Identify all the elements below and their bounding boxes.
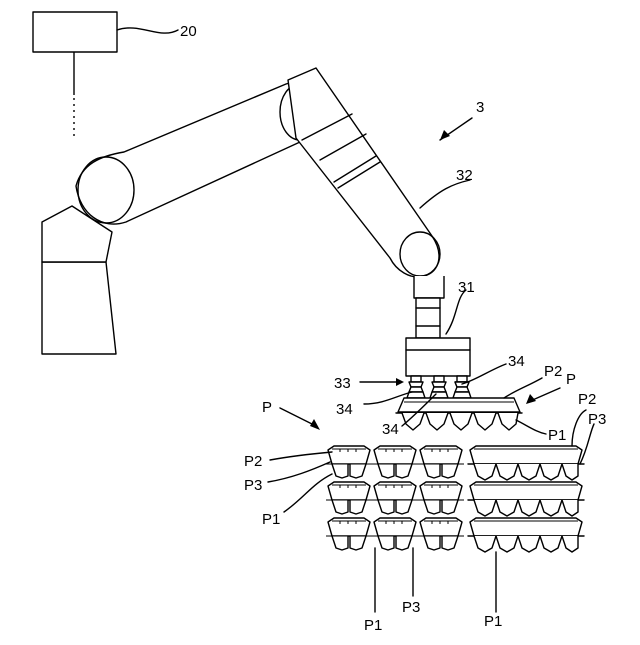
controller	[33, 12, 117, 136]
leader-hand	[446, 290, 466, 334]
leader-controller	[117, 28, 178, 33]
leader-left-p1	[284, 474, 332, 512]
label-bottom-p1-right: P1	[484, 613, 502, 630]
label-controller: 20	[180, 23, 197, 40]
leader-pack-top	[526, 388, 560, 404]
label-pad-c: 34	[508, 353, 525, 370]
label-bottom-p1-left: P1	[364, 617, 382, 634]
suction-pads	[407, 376, 471, 398]
label-left-p1: P1	[262, 511, 280, 528]
label-right-p3: P3	[588, 411, 606, 428]
leader-arm	[420, 180, 470, 208]
label-suction-unit: 33	[334, 375, 351, 392]
leader-left-p2	[270, 452, 332, 460]
label-stack-p: P	[262, 399, 272, 416]
leader-suction-unit	[360, 378, 404, 386]
label-pack-top: P	[566, 371, 576, 388]
leader-pack-top-p1	[516, 420, 546, 434]
leader-right-p2	[572, 410, 586, 446]
label-pack-top-p2: P2	[544, 363, 562, 380]
pack-stack-left	[326, 446, 464, 550]
wrist	[414, 276, 444, 338]
label-arm: 32	[456, 167, 473, 184]
lower-arm	[76, 82, 322, 224]
upper-arm	[288, 68, 440, 277]
pack-stack-right	[468, 446, 584, 552]
hand	[406, 338, 470, 376]
label-left-p2: P2	[244, 453, 262, 470]
label-pad-a: 34	[336, 401, 353, 418]
leader-robot	[440, 118, 472, 140]
label-robot: 3	[476, 99, 484, 116]
robot-base	[42, 206, 116, 354]
leader-pack-top-p2	[504, 378, 542, 398]
label-bottom-p3: P3	[402, 599, 420, 616]
leader-right-p3	[580, 424, 594, 464]
label-pack-top-p1: P1	[548, 427, 566, 444]
label-left-p3: P3	[244, 477, 262, 494]
leader-stack-p	[280, 408, 320, 430]
label-right-p2: P2	[578, 391, 596, 408]
label-pad-b: 34	[382, 421, 399, 438]
leader-left-p3	[268, 462, 330, 482]
label-hand: 31	[458, 279, 475, 296]
